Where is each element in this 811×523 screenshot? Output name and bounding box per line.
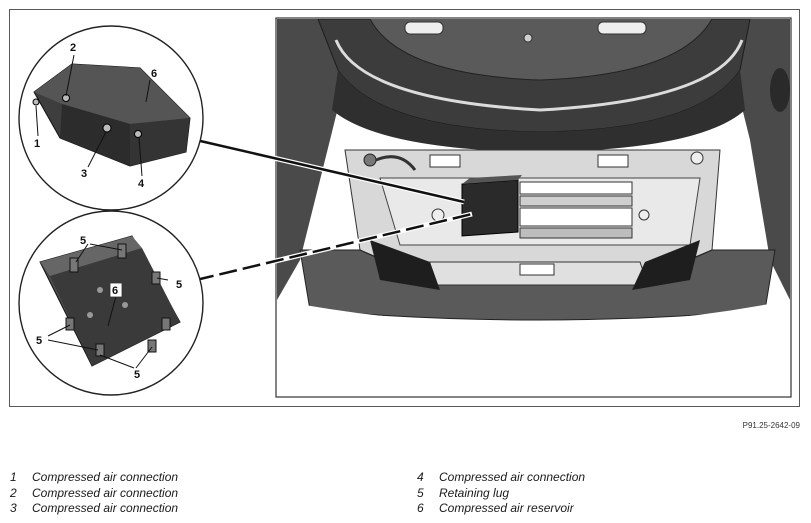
legend-number: 6	[417, 501, 424, 515]
callout-5-a: 5	[80, 235, 86, 247]
vehicle-rear-view	[275, 17, 792, 398]
legend-item-3: 3 Compressed air connection	[10, 501, 178, 517]
leader-lines	[195, 137, 473, 283]
callout-6-top: 6	[151, 68, 157, 80]
callout-6-box: 6	[109, 282, 123, 298]
diagram-figure: 2 6 1 3 4	[18, 17, 792, 398]
legend-item-5: 5 Retaining lug	[417, 486, 585, 502]
callout-5-d: 5	[134, 369, 140, 381]
callout-4: 4	[138, 178, 145, 190]
legend-right-column: 4 Compressed air connection 5 Retaining lu…	[417, 470, 585, 517]
callout-1: 1	[34, 138, 40, 150]
legend-label: Compressed air connection	[32, 485, 179, 500]
callout-5-c: 5	[36, 335, 42, 347]
reservoir-top-view	[32, 63, 191, 167]
legend-number: 1	[10, 470, 17, 484]
legend-label: Retaining lug	[439, 485, 510, 500]
legend-item-6: 6 Compressed air reservoir	[417, 501, 585, 517]
legend-number: 2	[10, 485, 17, 500]
detail-view-connections: 2 6 1 3 4	[18, 25, 204, 211]
legend-item-1: 1 Compressed air connection	[10, 470, 178, 486]
detail-view-retaining-lugs: 5 5 5 5 6	[18, 210, 204, 396]
legend-label: Compressed air connection	[439, 470, 586, 484]
legend-label: Compressed air connection	[32, 501, 179, 515]
legend-number: 5	[417, 485, 424, 500]
legend-item-2: 2 Compressed air connection	[10, 486, 178, 502]
legend-label: Compressed air reservoir	[439, 501, 574, 515]
legend-number: 4	[417, 470, 424, 484]
figure-reference-code: P91.25-2642-09	[742, 421, 800, 430]
callout-3: 3	[81, 168, 87, 180]
legend-label: Compressed air connection	[32, 470, 179, 484]
callout-6-bottom: 6	[112, 285, 118, 297]
legend-item-4: 4 Compressed air connection	[417, 470, 585, 486]
callout-2: 2	[70, 42, 76, 54]
callout-5-b: 5	[176, 279, 182, 291]
legend-number: 3	[10, 501, 17, 515]
reservoir-bottom-view	[39, 235, 181, 367]
